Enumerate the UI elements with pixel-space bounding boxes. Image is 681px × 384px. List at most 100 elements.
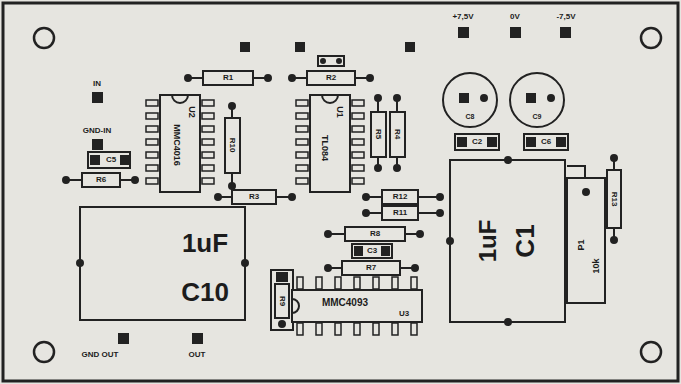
round-pad (417, 231, 423, 237)
round-pad (394, 95, 400, 101)
part-name: C6 (541, 138, 551, 146)
part-name: C10 (181, 279, 229, 305)
part-name: C5 (106, 156, 116, 164)
square-pad (460, 94, 468, 102)
ic-type: MMC4093 (322, 298, 368, 308)
capacitor-outline (88, 152, 130, 168)
round-pad (437, 210, 443, 216)
value-label: 1uF (182, 230, 228, 256)
round-pad (481, 95, 487, 101)
small-part-outline (318, 56, 344, 66)
resistor-symbol (342, 261, 400, 275)
square-pad (382, 247, 389, 255)
mounting-hole (641, 342, 661, 362)
ic-body (292, 290, 422, 322)
ic-notch (322, 95, 338, 103)
part-name: R13 (610, 192, 618, 207)
square-pad (488, 138, 496, 146)
voltage-label: +7,5V (452, 13, 473, 21)
round-pad (375, 165, 381, 171)
round-pad (548, 95, 554, 101)
trace (567, 166, 585, 178)
value-label: 10k (592, 258, 601, 273)
round-pad (229, 183, 235, 189)
round-pad (185, 75, 191, 81)
round-pad (394, 165, 400, 171)
square-pad (277, 273, 287, 281)
round-pad (611, 237, 617, 243)
square-pad (557, 138, 565, 146)
part-name: R11 (393, 209, 407, 217)
pad-label: GND OUT (82, 351, 119, 359)
resistor-frame (271, 270, 293, 330)
part-name: R1 (223, 74, 233, 82)
part-name: R7 (366, 264, 376, 272)
round-pad (363, 210, 369, 216)
square-pad (458, 138, 466, 146)
round-pad (447, 238, 453, 244)
round-pad (289, 194, 295, 200)
resistor-symbol (232, 190, 276, 204)
electrolytic-capacitor (510, 73, 564, 127)
round-pad (265, 75, 271, 81)
round-pad (367, 75, 373, 81)
round-pad (63, 177, 69, 183)
potentiometer-outline (567, 178, 605, 303)
round-pad (229, 103, 235, 109)
pad-label: OUT (189, 351, 206, 359)
voltage-label: -7,5V (556, 13, 575, 21)
round-pad (242, 260, 248, 266)
part-name: R9 (278, 296, 286, 306)
round-pad (583, 189, 589, 195)
ic-body (160, 95, 200, 192)
part-name: R10 (228, 138, 236, 153)
round-pad (325, 265, 331, 271)
value-label: 1uF (476, 220, 500, 263)
resistor-symbol (607, 170, 621, 228)
square-pad (406, 43, 414, 51)
square-pad (296, 43, 304, 51)
square-pad (355, 247, 362, 255)
square-pad (511, 28, 520, 37)
square-pad (121, 156, 128, 164)
round-pad (505, 319, 511, 325)
round-pad (289, 75, 295, 81)
round-pad (363, 194, 369, 200)
capacitor-outline (450, 160, 565, 322)
round-pad (321, 59, 325, 63)
resistor-symbol (345, 227, 405, 241)
ic-body (310, 95, 350, 192)
mounting-hole (34, 28, 54, 48)
round-pad (77, 260, 83, 266)
round-pad (337, 59, 341, 63)
capacitor-outline (524, 134, 568, 150)
resistor-symbol (203, 71, 253, 85)
part-name: R8 (370, 230, 380, 238)
resistor-symbol (307, 71, 355, 85)
board-outline (3, 3, 678, 381)
part-name: U3 (399, 310, 409, 318)
ic-notch (172, 95, 188, 103)
electrolytic-capacitor (443, 73, 497, 127)
part-name: R12 (393, 193, 408, 201)
resistor-symbol (382, 206, 418, 220)
ic-type: TL084 (320, 135, 329, 161)
square-pad (527, 94, 535, 102)
part-name: P1 (577, 239, 586, 250)
voltage-label: 0V (510, 13, 520, 21)
square-pad (193, 334, 202, 343)
round-pad (437, 194, 443, 200)
square-pad (119, 334, 128, 343)
pad-label: IN (93, 80, 101, 88)
resistor-symbol (275, 284, 289, 318)
mounting-hole (641, 28, 661, 48)
resistor-symbol (371, 112, 386, 157)
round-pad (279, 321, 285, 327)
round-pad (412, 265, 418, 271)
part-name: R4 (393, 129, 401, 139)
part-name: R6 (96, 176, 106, 184)
square-pad (527, 138, 535, 146)
